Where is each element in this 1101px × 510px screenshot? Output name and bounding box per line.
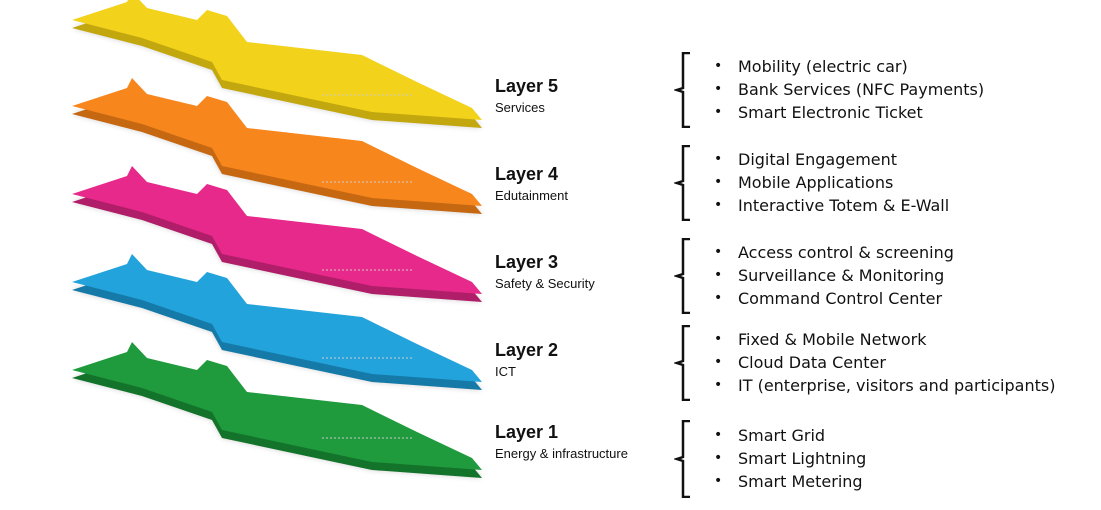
layer-3-shape (72, 166, 482, 302)
layer-3-title: Layer 3 (495, 252, 559, 272)
layer-4-title: Layer 4 (495, 164, 559, 184)
list-item: Bank Services (NFC Payments) (710, 78, 984, 101)
layer-4-items: Digital Engagement Mobile Applications I… (710, 148, 949, 217)
list-item: Smart Lightning (710, 447, 866, 470)
list-item: Smart Grid (710, 424, 866, 447)
layer-5-shape (72, 0, 482, 128)
list-item: Command Control Center (710, 287, 954, 310)
layer-2-items: Fixed & Mobile Network Cloud Data Center… (710, 328, 1055, 397)
layer-4-group: Digital Engagement Mobile Applications I… (674, 145, 1099, 221)
layer-1-shape (72, 342, 482, 478)
bracket-icon (674, 325, 690, 401)
list-item: Surveillance & Monitoring (710, 264, 954, 287)
layer-2-title: Layer 2 (495, 340, 559, 360)
list-item: Interactive Totem & E-Wall (710, 194, 949, 217)
bracket-icon (674, 420, 690, 498)
bracket-icon (674, 145, 690, 221)
layer-5-subtitle: Services (495, 100, 545, 115)
layer-2-subtitle: ICT (495, 364, 516, 379)
layer-5-group: Mobility (electric car) Bank Services (N… (674, 52, 1099, 128)
list-item: Fixed & Mobile Network (710, 328, 1055, 351)
list-item: Smart Metering (710, 470, 866, 493)
list-item: Access control & screening (710, 241, 954, 264)
layer-4-shape (72, 78, 482, 214)
layer-1-items: Smart Grid Smart Lightning Smart Meterin… (710, 424, 866, 493)
list-item: Digital Engagement (710, 148, 949, 171)
layer-1-subtitle: Energy & infrastructure (495, 446, 628, 461)
layer-1-group: Smart Grid Smart Lightning Smart Meterin… (674, 420, 1099, 498)
layer-stack-illustration (72, 0, 482, 478)
list-item: Mobile Applications (710, 171, 949, 194)
layer-1-title: Layer 1 (495, 422, 559, 442)
list-item: Smart Electronic Ticket (710, 101, 984, 124)
layer-3-items: Access control & screening Surveillance … (710, 241, 954, 310)
layer-5-title: Layer 5 (495, 76, 559, 96)
list-item: IT (enterprise, visitors and participant… (710, 374, 1055, 397)
layer-3-group: Access control & screening Surveillance … (674, 238, 1099, 314)
layer-4-subtitle: Edutainment (495, 188, 568, 203)
layer-2-shape (72, 254, 482, 390)
layer-2-group: Fixed & Mobile Network Cloud Data Center… (674, 325, 1099, 401)
layer-3-subtitle: Safety & Security (495, 276, 595, 291)
bracket-icon (674, 52, 690, 128)
layer-5-items: Mobility (electric car) Bank Services (N… (710, 55, 984, 124)
list-item: Mobility (electric car) (710, 55, 984, 78)
list-item: Cloud Data Center (710, 351, 1055, 374)
bracket-icon (674, 238, 690, 314)
